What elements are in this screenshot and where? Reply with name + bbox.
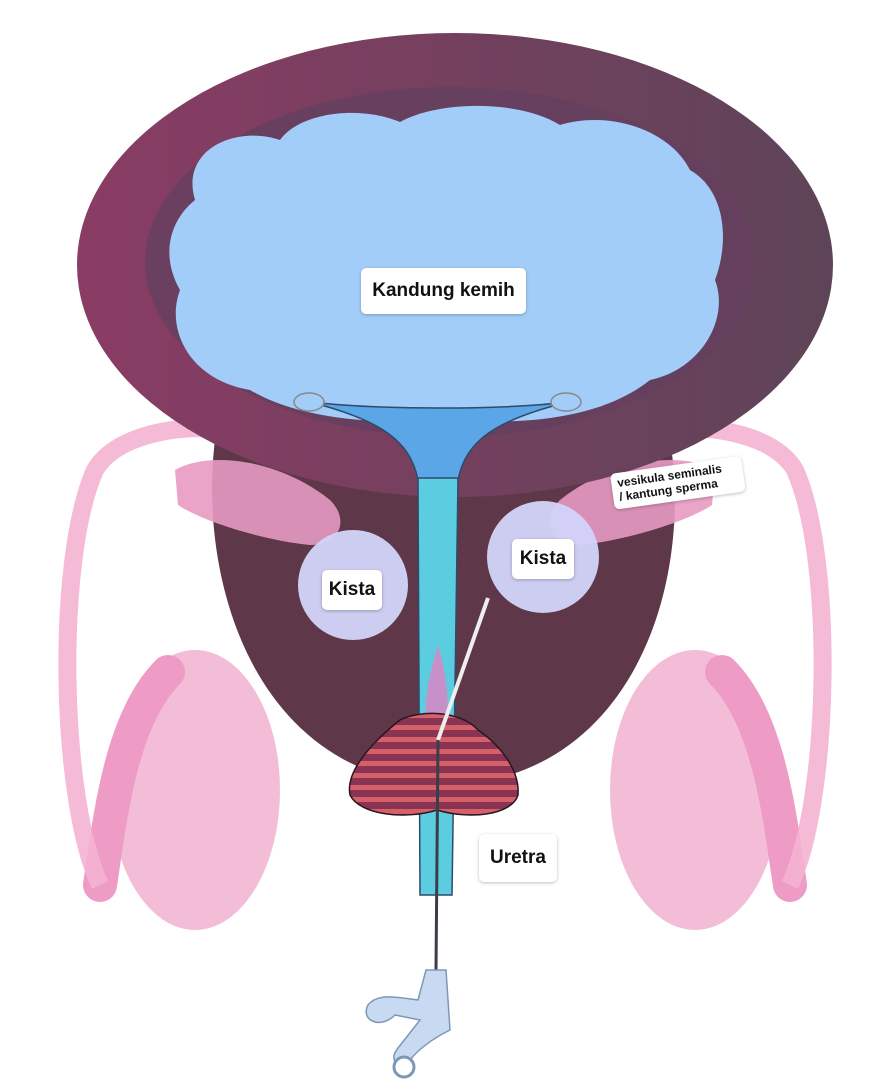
cyst-label-left: Kista: [322, 570, 382, 610]
catheter-ring: [392, 1055, 416, 1079]
catheter-wire: [434, 739, 440, 971]
catheter-hub: [365, 969, 451, 1065]
right-epididymis: [705, 655, 807, 902]
left-epididymis: [83, 655, 185, 902]
left-seminal-vesicle: [175, 460, 341, 545]
bladder-lumen: [169, 105, 723, 422]
sphincter: [348, 712, 519, 816]
catheter-needle: [436, 597, 490, 741]
trigone: [309, 401, 569, 481]
right-ureter-orifice: [550, 392, 582, 412]
urethra-label: Uretra: [479, 834, 557, 882]
left-ureter-orifice: [293, 392, 325, 412]
bladder-label: Kandung kemih: [361, 268, 526, 314]
cyst-label-right: Kista: [512, 539, 574, 579]
